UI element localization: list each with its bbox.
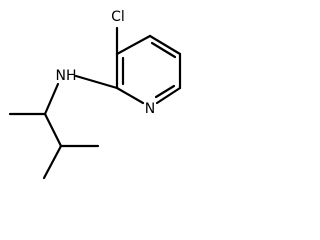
- bond-c6-n1: [155, 86, 182, 105]
- bond-c4-c5: [148, 34, 182, 56]
- bond-ch2-methyl-b: [42, 144, 63, 180]
- bond-c2-nh: [74, 74, 119, 90]
- bond-c4-c5-inner: [150, 41, 177, 59]
- bond-c3-c4: [115, 34, 152, 56]
- side-chain: [8, 82, 100, 180]
- molecule-structure: Cl NH N: [8, 9, 182, 180]
- bond-nh-ch: [43, 82, 60, 116]
- bond-c6-n1-inner: [154, 84, 176, 99]
- amine-label: NH: [56, 68, 77, 84]
- pyridine-ring: [115, 34, 182, 105]
- bond-ch-ch2: [43, 112, 63, 148]
- bond-n1-c2: [115, 86, 145, 105]
- chlorine-label: Cl: [111, 9, 125, 25]
- ring-nitrogen-label: N: [145, 101, 155, 117]
